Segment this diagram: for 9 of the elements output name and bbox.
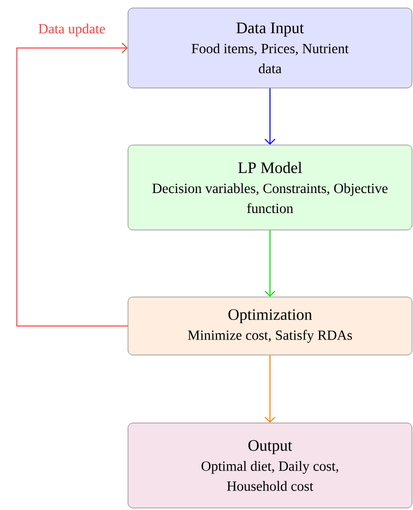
process-box: LP Model Decision variables, Constraints, Objective function — [128, 144, 412, 230]
arrow — [264, 88, 276, 145]
process-box: Output Optimal diet, Daily cost, Household cost — [128, 422, 412, 508]
arrow — [16, 42, 128, 326]
process-box: Optimization Minimize cost, Satisfy RDAs — [128, 296, 412, 356]
arrow — [264, 354, 276, 423]
edge-label: Data update — [37, 22, 106, 38]
process-box: Data Input Food items, Prices, Nutrient data — [128, 8, 412, 88]
arrow — [264, 230, 276, 297]
